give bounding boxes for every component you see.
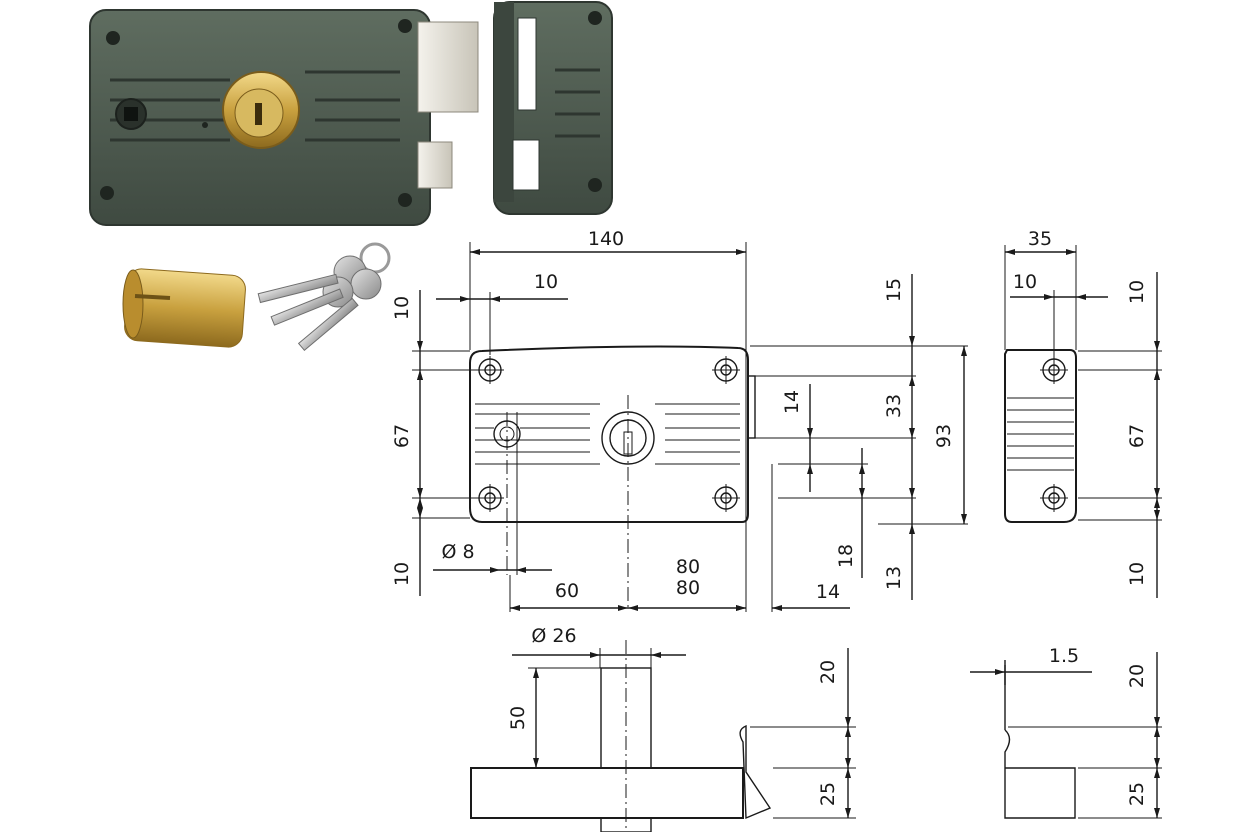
dim-dia-26: Ø 26 [531, 625, 576, 647]
dim-side-67: 67 [1126, 424, 1148, 448]
screw-icon [588, 178, 602, 192]
dim-80-a: 80 [676, 556, 700, 578]
side-view [1004, 349, 1077, 523]
front-screws [476, 356, 740, 512]
keys-photo [257, 242, 391, 352]
front-view-latch [747, 375, 756, 439]
dim-10-bottom: 10 [391, 562, 413, 586]
dim-18: 18 [835, 544, 857, 568]
strike-plate-photo [493, 1, 613, 215]
dim-dia-8: Ø 8 [441, 541, 474, 563]
dead-bolt [417, 141, 453, 189]
screw-icon [106, 31, 120, 45]
front-view [469, 345, 756, 608]
dim-10-side: 10 [391, 296, 413, 320]
dim-80-b: 80 [676, 577, 700, 599]
dim-side-10-right: 10 [1126, 280, 1148, 304]
dim-1-5: 1.5 [1049, 645, 1079, 667]
strike-slot [512, 139, 540, 191]
dim-side-10-top: 10 [1013, 271, 1037, 293]
dim-14-bottom: 14 [816, 581, 840, 603]
cylinder-photo [122, 268, 246, 348]
screw-icon [398, 19, 412, 33]
screw-icon [398, 193, 412, 207]
screw-icon [100, 186, 114, 200]
dim-20-b: 20 [1126, 664, 1148, 688]
top-side-view [1004, 660, 1076, 819]
dimension-lines [412, 242, 1162, 819]
front-view-body [469, 345, 749, 523]
dim-14-right: 14 [781, 390, 803, 414]
dim-25-b: 25 [1126, 782, 1148, 806]
keyhole-icon [255, 103, 262, 125]
dim-13: 13 [883, 566, 905, 590]
dim-side-35: 35 [1028, 228, 1052, 250]
dim-20-a: 20 [817, 660, 839, 684]
strike-slot [517, 17, 537, 111]
dim-140: 140 [588, 228, 624, 250]
lock-photo [89, 9, 479, 226]
dimension-labels: 140 10 10 67 10 Ø 8 60 80 80 14 15 14 33… [391, 228, 1148, 806]
dim-50: 50 [507, 706, 529, 730]
dim-60: 60 [555, 580, 579, 602]
side-view-body [1004, 349, 1077, 523]
key-icon [270, 288, 344, 326]
top-view [470, 640, 772, 832]
dim-15: 15 [883, 278, 905, 302]
key-icon [257, 273, 339, 304]
dim-25-a: 25 [817, 782, 839, 806]
key-icon [297, 297, 359, 352]
dim-93: 93 [933, 424, 955, 448]
latch-bolt [417, 21, 479, 113]
pin-icon [202, 122, 208, 128]
dim-side-10-bottom: 10 [1126, 562, 1148, 586]
dim-33: 33 [883, 394, 905, 418]
square-hole-icon [124, 107, 138, 121]
dim-67: 67 [391, 424, 413, 448]
dim-10-top: 10 [534, 271, 558, 293]
front-cylinder [601, 411, 655, 465]
screw-icon [588, 11, 602, 25]
